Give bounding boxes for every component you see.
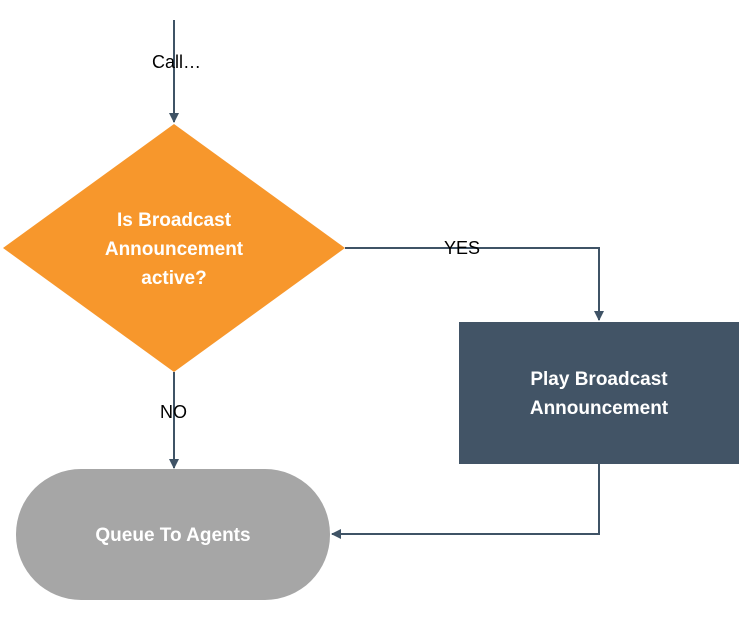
process-to-terminal-connector (331, 464, 600, 539)
process-text-line1: Play Broadcast (530, 369, 668, 390)
yes-label: YES (444, 238, 480, 258)
terminal-shape (16, 469, 330, 600)
decision-text-line1: Is Broadcast (117, 210, 232, 231)
no-label: NO (160, 402, 187, 422)
decision-diamond (3, 124, 345, 372)
decision-text-line3: active? (141, 268, 206, 289)
start-label: Call… (152, 52, 201, 72)
process-text-line2: Announcement (530, 398, 669, 419)
yes-connector (345, 247, 604, 321)
process-box (459, 322, 739, 464)
decision-text-line2: Announcement (105, 239, 244, 260)
terminal-text: Queue To Agents (95, 525, 250, 546)
